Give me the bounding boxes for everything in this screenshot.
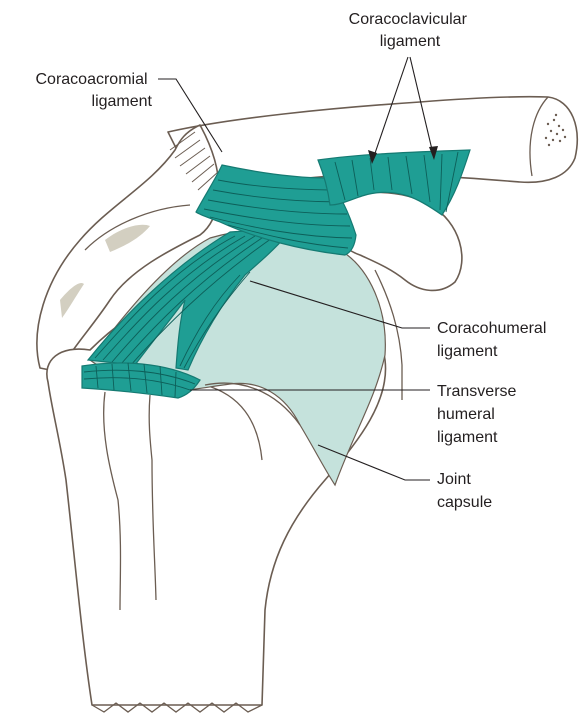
label-coracoclavicular: Coracoclavicular ligament xyxy=(349,11,472,50)
label-transverse-humeral: Transverse humeral ligament xyxy=(437,383,521,446)
label-coracoacromial: Coracoacromial ligament xyxy=(36,71,153,110)
label-joint-capsule: Joint capsule xyxy=(437,471,492,511)
label-coracohumeral: Coracohumeral ligament xyxy=(437,320,551,360)
